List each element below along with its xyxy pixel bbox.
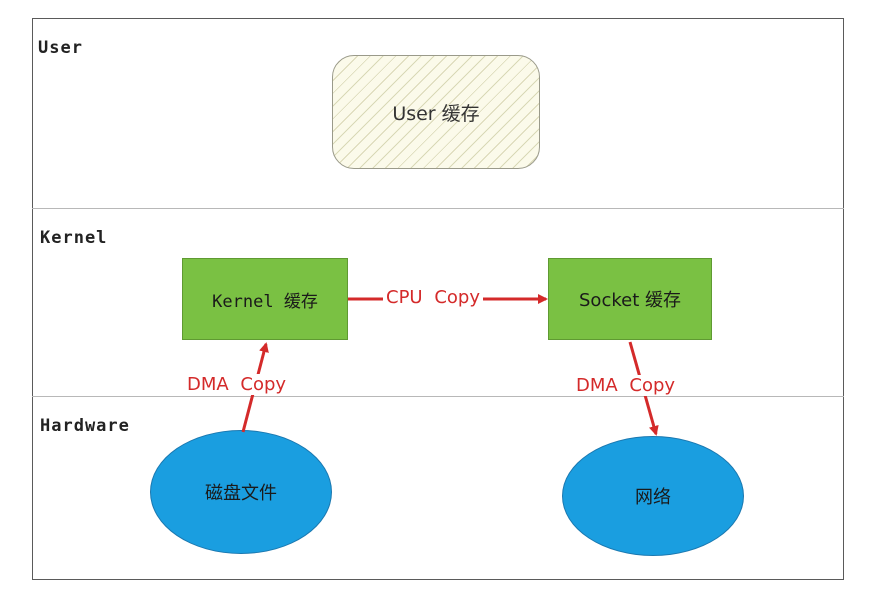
diagram-frame (32, 18, 844, 580)
user-kernel-divider (32, 208, 844, 209)
kernel-hardware-divider (32, 396, 844, 397)
hardware-layer-label: Hardware (40, 416, 130, 436)
user-cache-label: User 缓存 (392, 102, 480, 125)
kernel-cache-node: Kernel 缓存 (182, 258, 348, 340)
kernel-layer-label: Kernel (40, 228, 108, 248)
user-cache-node: User 缓存 (332, 55, 540, 169)
network-node: 网络 (562, 436, 744, 556)
dma-copy-out-label: DMA Copy (573, 375, 679, 396)
dma-copy-in-label: DMA Copy (184, 374, 290, 395)
socket-cache-label: Socket 缓存 (579, 290, 681, 311)
disk-file-label: 磁盘文件 (205, 483, 277, 504)
network-label: 网络 (635, 487, 671, 508)
disk-file-node: 磁盘文件 (150, 430, 332, 554)
cpu-copy-label: CPU Copy (383, 287, 483, 308)
user-layer-label: User (38, 38, 83, 58)
kernel-cache-label: Kernel 缓存 (212, 291, 318, 312)
socket-cache-node: Socket 缓存 (548, 258, 712, 340)
